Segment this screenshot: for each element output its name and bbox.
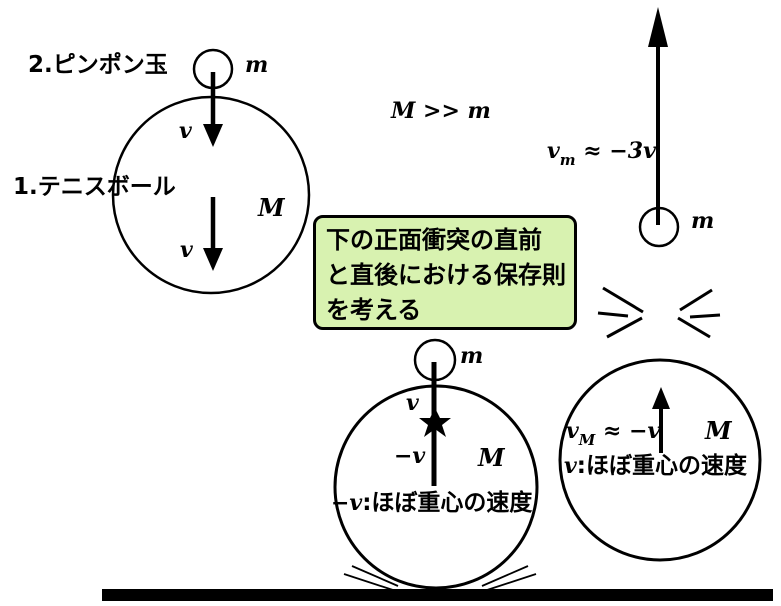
ground-line (102, 589, 773, 601)
caption-var: v (564, 453, 577, 479)
impact-burst-icon (597, 286, 721, 339)
velocity-base: v (547, 138, 560, 164)
velocity-v-label-2: v (180, 237, 193, 263)
down-arrow-head-2-icon (203, 248, 223, 271)
after-tennis-circle (558, 358, 762, 562)
collision-star-icon (419, 408, 451, 437)
caption-text: :ほぼ重心の速度 (362, 490, 533, 516)
velocity-sub: M (578, 431, 596, 450)
caption-text: :ほぼ重心の速度 (576, 453, 747, 479)
tennis-label: 1.テニスボール (13, 174, 176, 200)
mass-M-label-3: M (478, 443, 505, 472)
note-line-3: を考える (326, 296, 422, 324)
note-line-1: 下の正面衝突の直前 (326, 226, 542, 254)
mass-M-label-1: M (258, 193, 285, 222)
velocity-rest: ≈ − (595, 418, 648, 444)
up-velocity-label: −v (394, 443, 426, 469)
velocity-tail: v (643, 138, 656, 164)
tennis-ball-circle (111, 95, 311, 295)
velocity-base: v (566, 418, 579, 444)
pingpong-ball-rebound-circle (638, 206, 680, 248)
after-velocity-label: vM ≈ −v (566, 418, 661, 450)
pingpong-label: 2.ピンポン玉 (28, 52, 168, 78)
up-arrow-head-short-icon (652, 387, 670, 409)
collision-tennis-circle (333, 384, 539, 590)
down-arrow-head-1-icon (203, 124, 223, 147)
mass-m-label-2: m (691, 208, 715, 234)
mass-relation-label: M >> m (391, 98, 491, 124)
up-arrow-head-long-icon (648, 7, 668, 47)
collision-caption: −v:ほぼ重心の速度 (331, 490, 533, 516)
down-velocity-label: v (406, 390, 419, 416)
velocity-tail: v (647, 418, 661, 444)
note-box: 下の正面衝突の直前 と直後における保存則 を考える (313, 215, 577, 330)
mass-m-label-1: m (245, 52, 269, 78)
velocity-rest: ≈ −3 (575, 138, 644, 164)
mass-M-label-4: M (705, 416, 732, 445)
caption-var: −v (331, 490, 363, 516)
mass-m-label-3: m (460, 343, 484, 369)
note-line-2: と直後における保存則 (326, 261, 566, 289)
velocity-sub: m (559, 151, 576, 170)
after-tennis-caption: v:ほぼ重心の速度 (564, 453, 747, 479)
velocity-v-label-1: v (179, 118, 192, 144)
rebound-velocity-label: vm ≈ −3v (547, 138, 656, 170)
skid-marks-icon (343, 565, 537, 592)
